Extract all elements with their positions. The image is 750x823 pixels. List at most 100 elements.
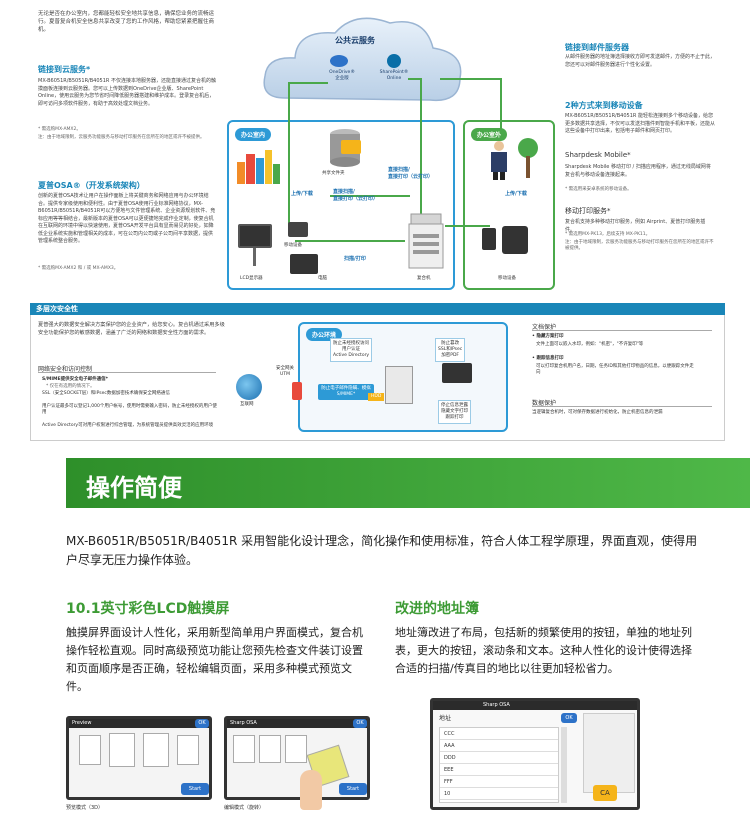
address-row[interactable]: 10 <box>440 788 558 800</box>
address-list[interactable]: CCC AAA DDD EEE FFF 10 <box>439 727 559 803</box>
mobile-heading: 2种方式来到移动设备 <box>565 101 643 110</box>
arrow-line <box>408 78 422 80</box>
mobile-label-1: 移动设备 <box>284 243 302 248</box>
cloud-service-body: MX-B6051R/B5051R/B4051R 不仅连接本地服务器，还能直接通过… <box>38 78 216 107</box>
addr-heading: 改进的地址簿 <box>395 601 479 617</box>
address-row[interactable]: DDD <box>440 752 558 764</box>
office-in-label: 办公室内 <box>235 128 272 141</box>
hdd-label: HDD <box>368 393 385 401</box>
office-out-label: 办公室外 <box>471 128 508 141</box>
lcd-label: LCD显示器 <box>240 276 263 281</box>
security-tab: 多层次安全性 <box>30 303 725 315</box>
edit-thumb <box>285 735 307 763</box>
lcd-body: 触摸屏界面设计人性化，采用新型简单用户界面模式，复合机操作轻松直观。同时高级预览… <box>66 626 363 693</box>
folder-icon <box>341 140 361 154</box>
address-label: 地址 <box>439 715 452 722</box>
lcd-display-icon <box>238 224 272 248</box>
buildings-icon <box>237 150 280 184</box>
upload-download-label-2: 上传/下载 <box>505 191 527 197</box>
preview-page <box>143 733 169 767</box>
edit-start-button[interactable]: Start <box>339 783 367 795</box>
arrow-line <box>330 195 410 197</box>
osa-note: * 需选购MX-AMX2 和 / 或 MX-AMX3。 <box>38 266 119 271</box>
ad-box: 防止未经授权访问 用户认证 Active Directory <box>330 338 373 362</box>
data-divider <box>532 406 712 407</box>
addr-body: 地址簿改进了布局，包括新的频繁使用的按钮，单独的地址列表，更大的按钮，滚动条和文… <box>395 626 692 675</box>
edit-ok-button[interactable]: OK <box>353 719 367 728</box>
address-ok-button[interactable]: OK <box>561 713 577 723</box>
banner-title: 操作简便 <box>86 474 182 502</box>
lcd-stand <box>253 248 256 266</box>
mobile-print-note-2: 注：由于地域限制，云服务功能服务与移动打印服务在您所在的地区或许不被提供。 <box>565 240 714 251</box>
direct-scan-label: 直接扫描/ 直接打印（云打印） <box>388 167 434 180</box>
data-protect-heading: 数据保护 <box>532 400 557 407</box>
mfp-label: 复合机 <box>417 276 431 281</box>
internet-label: 互联网 <box>240 402 254 407</box>
edit-screen: Sharp OSA OK Start <box>224 716 370 800</box>
osa-heading: 夏普OSA®（开发系统架构） <box>38 181 145 190</box>
bullet-ad: Active Directory可对用户权限进行综合管理，为系统管理员提供高效灵… <box>42 423 214 428</box>
doc-item-2-body: 可以打印复合机用户名，日期，任务ID和其他打印物品的信息，以便跟踪文件走向 <box>536 364 694 375</box>
preview-ok-button[interactable]: OK <box>195 719 209 728</box>
arrow-line <box>288 82 290 230</box>
data-protect-body: 当逻辑复合机时，可对保存数据进行初始化，防止机密信息的泄漏 <box>532 410 663 415</box>
arrow-line <box>440 78 502 80</box>
doc-item-2: • 跟踪信息打印 <box>532 356 564 361</box>
person-icon <box>491 141 507 180</box>
address-title: Sharp OSA <box>433 701 637 710</box>
scan-print-label: 扫描/打印 <box>344 256 366 262</box>
mail-heading: 链接到邮件服务器 <box>565 43 629 52</box>
preview-start-button[interactable]: Start <box>181 783 209 795</box>
address-row[interactable]: CCC <box>440 728 558 740</box>
edit-thumb <box>259 735 281 763</box>
security-intro: 夏普强大的数据安全解决方案保护您的企业资产，给您安心。复合机通过采用多级安全功能… <box>38 322 225 336</box>
mobile-print-note-1: * 需选用MX-PK13，后续支持 MX-PK11。 <box>565 232 651 237</box>
ca-button[interactable]: CA <box>593 785 617 801</box>
ssl-box: 防止篡改 SSL和IPsec 加密PDF <box>435 338 466 362</box>
bullet-note: * 仅在有选用的情况下。 <box>46 384 95 389</box>
scrollbar[interactable] <box>561 727 567 803</box>
address-screen: Sharp OSA 地址 OK CCC AAA DDD EEE FFF 10 C… <box>430 698 640 810</box>
cloud-service-heading: 链接到云服务* <box>38 65 91 74</box>
mail-body: 从邮件服务器的地址簿选择接收方即可发送邮件，方便的不止于此，您还可以对邮件服务器… <box>565 54 716 68</box>
pc-icon <box>290 254 318 274</box>
simple-intro: MX-B6051R/B5051R/B4051R 采用智能化设计理念，简化操作和使… <box>66 534 698 567</box>
mobile-icon-2 <box>482 228 496 250</box>
mfp-secure-icon <box>385 366 413 404</box>
leak-stop-box: 停止信息泄露 隐藏文字打印 跟踪打印 <box>438 400 471 424</box>
sharpdesk-heading: Sharpdesk Mobile* <box>565 151 631 159</box>
mfp-icon <box>408 213 444 269</box>
lcd-heading: 10.1英寸彩色LCD触摸屏 <box>66 601 230 617</box>
bullet-ssl: SSL（安全SOCKET层）和IPsec数据加密技术确保安全网络通信 <box>42 391 170 396</box>
edit-title: Sharp OSA <box>227 719 367 728</box>
direct-scan-label-2: 直接扫描/ 直接打印（云打印） <box>333 189 379 202</box>
mobile-icon-1 <box>288 222 308 237</box>
address-row[interactable]: FFF <box>440 776 558 788</box>
pc-label: 电脑 <box>318 276 327 281</box>
office-out-box: 办公室外 <box>463 120 555 290</box>
doc-item-1-body: 文件上面可以嵌入水印，例如："机密"，"不许复印"等 <box>536 342 644 347</box>
mobile-label-2: 移动设备 <box>498 276 516 281</box>
preview-page <box>177 735 199 765</box>
address-row[interactable]: EEE <box>440 764 558 776</box>
mobile-print-heading: 移动打印服务* <box>565 207 611 215</box>
arrow-line <box>295 240 405 242</box>
shared-folder-label: 共享文件夹 <box>322 171 345 176</box>
onedrive-icon <box>330 55 348 67</box>
arrow-line <box>500 78 502 130</box>
cloud-note-2: 注：由于地域限制，云服务功能服务与移动打印服务在您所在的地区或许不被提供。 <box>38 135 205 140</box>
top-intro: 无论是否在办公室内，您都能轻松安全地共享信息，确保您业务的流畅运行。夏普复合机安… <box>38 11 215 33</box>
sharpdesk-note: * 需选用采安卓系统的移动设备。 <box>565 187 632 192</box>
net-heading: 网络安全和访问控制 <box>38 366 93 373</box>
tree-icon <box>518 138 538 178</box>
gateway-label: 安全网关 UTM <box>276 366 294 377</box>
preview-page <box>79 735 101 765</box>
arrow-line <box>445 225 490 227</box>
sharepoint-label: SharePoint® Online <box>379 70 409 81</box>
address-row[interactable]: AAA <box>440 740 558 752</box>
globe-icon <box>236 374 262 400</box>
mobile-body: MX-B6051R/B5051R/B4051R 能轻松连接到多个移动设备，给您更… <box>565 113 716 134</box>
leak-box: 防止电子邮件隐瞒、模拟 S/MIME* <box>318 384 374 400</box>
sharepoint-icon <box>387 54 401 68</box>
right-panel <box>583 713 635 793</box>
